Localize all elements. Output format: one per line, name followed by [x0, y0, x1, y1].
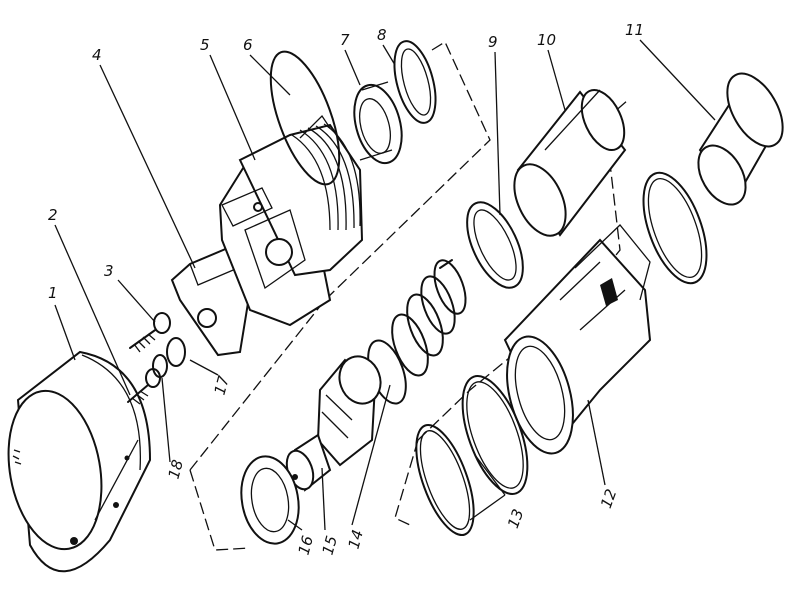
part-18-washer: [152, 354, 168, 378]
part-7-nut: [353, 81, 403, 165]
label-10: 10: [537, 31, 556, 49]
part-10-sleeve: [513, 89, 627, 237]
part-11-plug: [697, 72, 784, 206]
label-14: 14: [345, 528, 367, 551]
part-6-ring: [269, 50, 341, 186]
label-5: 5: [200, 36, 210, 54]
part-8-ring: [393, 40, 437, 124]
leader-lines: [54, 39, 716, 531]
label-1: 1: [48, 284, 58, 302]
part-16-washer: [240, 455, 300, 545]
label-7: 7: [340, 31, 350, 49]
part-3-screw: [129, 312, 171, 353]
part-15-valve: [285, 355, 382, 492]
part-17-washer: [166, 337, 186, 367]
label-13: 13: [504, 507, 527, 531]
label-2: 2: [48, 206, 58, 224]
part-12-housing: [503, 224, 652, 455]
part-labels: 1 2 3 4 5 6 7 8 9 10 11 12 13 14 15 16 1…: [48, 21, 644, 557]
label-16: 16: [295, 534, 317, 557]
label-17: 17: [211, 373, 233, 397]
label-9: 9: [488, 33, 498, 51]
label-18: 18: [165, 458, 187, 481]
part-13-rings: [415, 375, 529, 537]
label-6: 6: [243, 36, 253, 54]
assembly-boundary-top: [189, 41, 491, 471]
label-4: 4: [92, 46, 102, 64]
part-1-cap: [7, 350, 152, 573]
label-12: 12: [597, 487, 620, 511]
label-15: 15: [319, 534, 341, 557]
ring-right: [642, 171, 708, 285]
label-11: 11: [625, 21, 644, 39]
label-8: 8: [377, 26, 387, 44]
label-3: 3: [104, 262, 114, 280]
part-9-bushing: [466, 201, 524, 289]
part-5-body: [218, 114, 364, 327]
